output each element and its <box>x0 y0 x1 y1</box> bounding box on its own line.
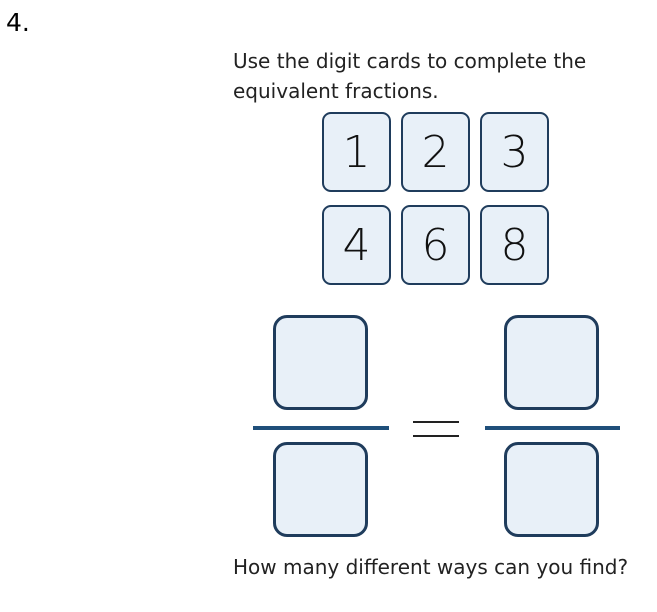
digit-card-4[interactable]: 4 <box>322 205 391 285</box>
digit-card-1[interactable]: 1 <box>322 112 391 192</box>
left-numerator-box[interactable] <box>273 315 368 410</box>
question-number: 4. <box>6 8 30 37</box>
equals-sign <box>413 421 459 439</box>
digit-cards-grid: 1 2 3 4 6 8 <box>322 112 554 288</box>
right-numerator-box[interactable] <box>504 315 599 410</box>
instruction-text: Use the digit cards to complete the equi… <box>233 46 633 106</box>
right-denominator-box[interactable] <box>504 442 599 537</box>
right-fraction-bar <box>485 426 620 430</box>
digit-card-6[interactable]: 6 <box>401 205 470 285</box>
equals-bottom-bar <box>413 435 459 437</box>
equals-top-bar <box>413 421 459 423</box>
left-fraction-bar <box>253 426 389 430</box>
footer-question: How many different ways can you find? <box>233 555 629 579</box>
left-denominator-box[interactable] <box>273 442 368 537</box>
digit-card-8[interactable]: 8 <box>480 205 549 285</box>
instruction-line-2: equivalent fractions. <box>233 79 439 103</box>
instruction-line-1: Use the digit cards to complete the <box>233 49 587 73</box>
digit-card-3[interactable]: 3 <box>480 112 549 192</box>
digit-card-2[interactable]: 2 <box>401 112 470 192</box>
